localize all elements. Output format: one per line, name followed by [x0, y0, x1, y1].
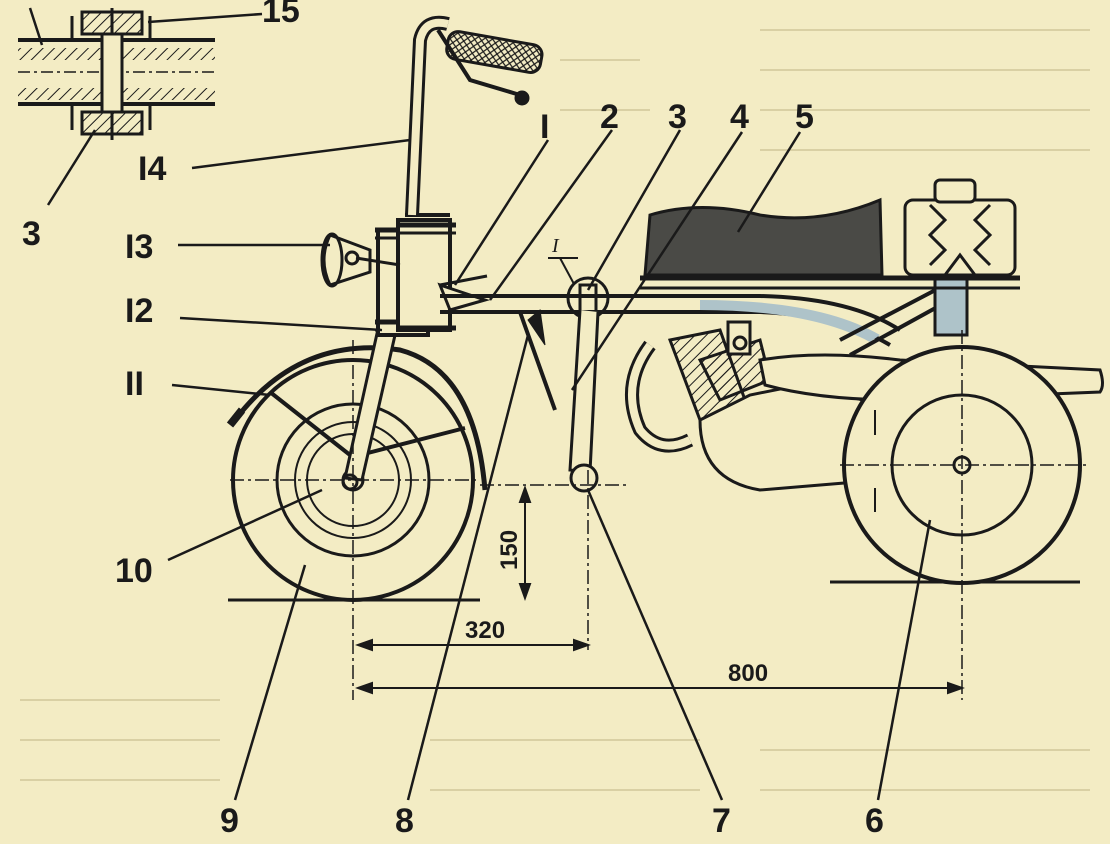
dimension-lines	[355, 485, 965, 695]
fuel-tank	[903, 178, 1017, 277]
front-fender	[226, 345, 488, 491]
label-1: I	[540, 108, 549, 146]
label-13: I3	[125, 228, 153, 266]
ground-line	[228, 580, 1080, 602]
dimension-150: 150	[496, 530, 523, 570]
center-lines	[230, 330, 1090, 700]
label-8: 8	[395, 802, 414, 840]
label-14: I4	[138, 150, 166, 188]
label-4: 4	[730, 98, 749, 136]
section-callout	[548, 257, 578, 285]
label-10: 10	[115, 552, 153, 590]
label-9: 9	[220, 802, 239, 840]
label-5: 5	[795, 98, 814, 136]
seat	[643, 197, 884, 277]
kick-stand	[566, 276, 610, 493]
label-3-detail: 3	[22, 215, 41, 253]
label-6: 6	[865, 802, 884, 840]
background-texture	[20, 29, 1090, 791]
label-3: 3	[668, 98, 687, 136]
label-15: 15	[262, 0, 300, 30]
leader-lines	[28, 7, 932, 801]
headlight	[320, 232, 401, 288]
part-labels: 15 3 I4 I3 I2 II 10 I 2 3 4 5 9 8 7 6 I	[22, 0, 884, 840]
section-mark-I: I	[551, 235, 560, 257]
label-7: 7	[712, 802, 731, 840]
dimension-labels: 150 320 800	[465, 530, 768, 687]
dimension-800: 800	[728, 660, 768, 687]
frame	[437, 273, 1020, 411]
label-2: 2	[600, 98, 619, 136]
handlebar	[405, 15, 544, 216]
label-12: I2	[125, 292, 153, 330]
detail-view	[18, 8, 215, 140]
label-11: II	[125, 365, 144, 403]
dimension-320: 320	[465, 617, 505, 644]
